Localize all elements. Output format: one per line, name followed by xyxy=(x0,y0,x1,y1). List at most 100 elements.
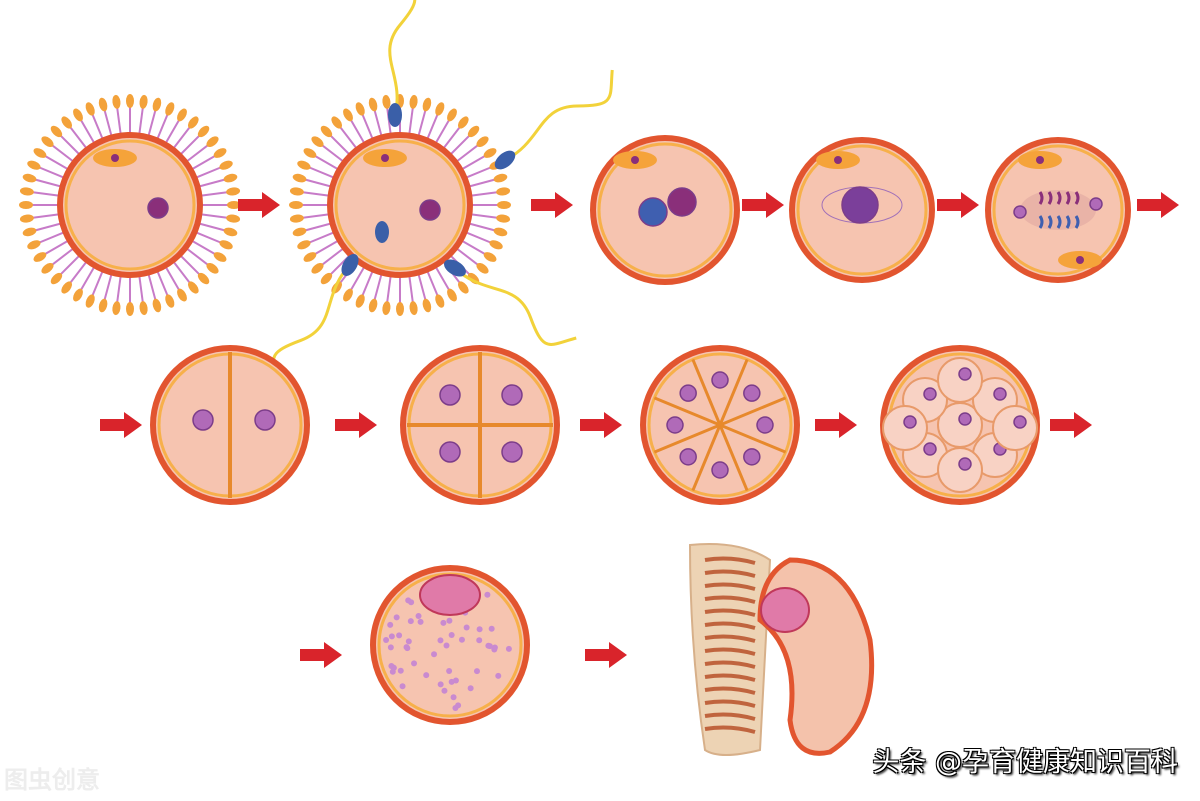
corona-filament xyxy=(52,145,74,162)
corona-filament xyxy=(315,156,339,170)
cell-nucleus xyxy=(394,614,400,620)
stage-morula xyxy=(883,348,1037,502)
cell-nucleus xyxy=(416,613,422,619)
corona-filament xyxy=(468,223,495,230)
corona-filament xyxy=(173,127,190,149)
follicle-cell xyxy=(139,301,149,316)
nucleus xyxy=(842,187,878,223)
corona-filament xyxy=(198,180,225,187)
follicle-cell xyxy=(493,172,509,183)
cell-nucleus xyxy=(383,637,389,643)
stage-first-mitosis xyxy=(988,140,1128,280)
sperm-head-inside xyxy=(375,221,389,243)
blastomere xyxy=(938,448,982,492)
corona-filament xyxy=(157,270,168,296)
arrow-icon xyxy=(100,412,142,438)
nucleus xyxy=(440,385,460,405)
corona-filament xyxy=(165,266,179,290)
sperm-head xyxy=(388,103,402,127)
follicle-cell xyxy=(223,226,239,237)
corona-filament xyxy=(375,110,382,137)
cell-nucleus xyxy=(459,637,465,643)
nucleus xyxy=(440,442,460,462)
stage-fertilization xyxy=(330,135,470,275)
corona-filament xyxy=(191,156,215,170)
corona-filament xyxy=(409,274,413,302)
inner-cell-mass xyxy=(420,575,480,615)
corona-filament xyxy=(70,127,87,149)
corona-filament xyxy=(461,240,485,254)
cell-nucleus xyxy=(388,663,394,669)
corona-filament xyxy=(61,254,81,274)
corona-filament xyxy=(81,120,95,144)
follicle-cell xyxy=(26,159,42,172)
corona-filament xyxy=(375,273,382,300)
follicle-cell xyxy=(482,250,498,264)
nucleus xyxy=(668,188,696,216)
nucleus xyxy=(193,410,213,430)
corona-filament xyxy=(309,167,335,178)
blastomere xyxy=(883,406,927,450)
corona-filament xyxy=(418,110,425,137)
follicle-cell xyxy=(289,214,304,224)
corona-filament xyxy=(195,167,221,178)
corona-filament xyxy=(465,167,491,178)
stage-four-cell xyxy=(403,348,557,502)
follicle-cell xyxy=(212,146,228,160)
follicle-cell xyxy=(218,238,234,251)
follicle-cell xyxy=(367,298,378,314)
follicle-cell xyxy=(163,101,176,117)
corona-filament xyxy=(387,274,391,302)
arrow-icon xyxy=(300,642,342,668)
follicle-cell xyxy=(175,287,189,303)
corona-filament xyxy=(469,214,497,218)
stage-oocyte xyxy=(60,135,200,275)
corona-filament xyxy=(117,274,121,302)
arrow-shape xyxy=(100,412,142,438)
corona-filament xyxy=(39,232,65,243)
corona-filament xyxy=(456,145,478,162)
follicle-cell xyxy=(409,301,419,316)
cell-nucleus xyxy=(446,618,452,624)
cell-nucleus xyxy=(451,694,457,700)
arrow-icon xyxy=(585,642,627,668)
corona-filament xyxy=(45,240,69,254)
follicle-cell xyxy=(97,97,108,113)
follicle-cell xyxy=(112,94,122,109)
sperm xyxy=(435,256,580,355)
follicle-cell xyxy=(496,187,511,197)
arrow-icon xyxy=(815,412,857,438)
follicle-cell xyxy=(302,250,318,264)
arrow-icon xyxy=(238,192,280,218)
follicle-cell xyxy=(296,238,312,251)
arrow-icon xyxy=(335,412,377,438)
follicle-cell xyxy=(97,298,108,314)
follicle-cell xyxy=(22,172,38,183)
corona-filament xyxy=(322,145,344,162)
arrow-icon xyxy=(531,192,573,218)
corona-filament xyxy=(173,261,190,283)
arrow-shape xyxy=(1050,412,1092,438)
follicle-cell xyxy=(175,107,189,123)
cell-nucleus xyxy=(446,668,452,674)
follicle-cell xyxy=(226,214,241,224)
cell-nucleus xyxy=(491,647,497,653)
cell-nucleus xyxy=(388,644,394,650)
nucleus xyxy=(959,368,971,380)
corona-filament xyxy=(303,214,331,218)
follicle-cell xyxy=(445,107,459,123)
corona-filament xyxy=(449,136,469,156)
corona-filament xyxy=(105,110,112,137)
nucleus xyxy=(744,449,760,465)
arrow-icon xyxy=(1137,192,1179,218)
follicle-cell xyxy=(19,187,34,197)
cell-nucleus xyxy=(398,668,404,674)
nucleus xyxy=(904,416,916,428)
nucleus xyxy=(1014,416,1026,428)
follicle-cell xyxy=(126,94,134,108)
corona-filament xyxy=(92,114,103,140)
nucleus xyxy=(924,443,936,455)
follicle-cell xyxy=(71,287,85,303)
corona-filament xyxy=(33,192,61,196)
